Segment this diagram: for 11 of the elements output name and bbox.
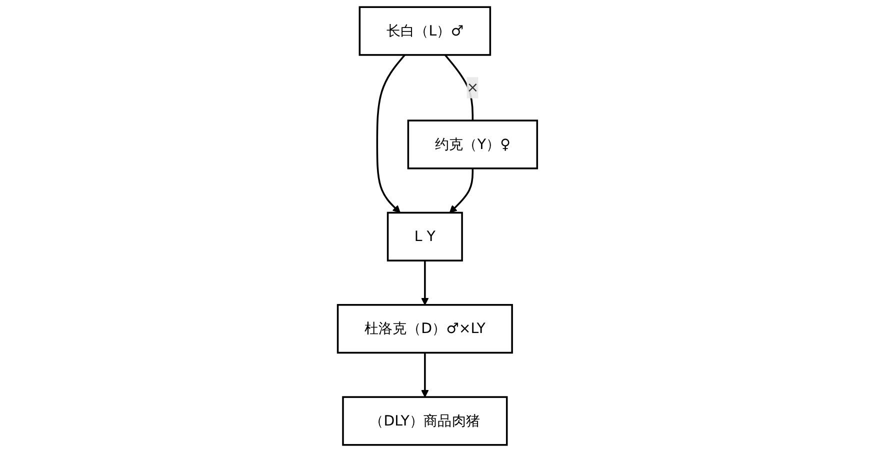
node-box: 约克（Y）♀ — [406, 120, 538, 170]
edge-label: × — [466, 78, 478, 96]
node-box: 杜洛克（D）♂×LY — [336, 304, 512, 354]
arrow — [376, 54, 405, 214]
arrow — [420, 260, 428, 306]
arrow — [448, 168, 474, 214]
node-box: （DLY）商品肉猪 — [342, 396, 508, 446]
node-box: 长白（L）♂ — [358, 6, 491, 56]
arrow — [420, 352, 428, 398]
connector — [444, 54, 474, 121]
node-box: L Y — [386, 212, 462, 262]
